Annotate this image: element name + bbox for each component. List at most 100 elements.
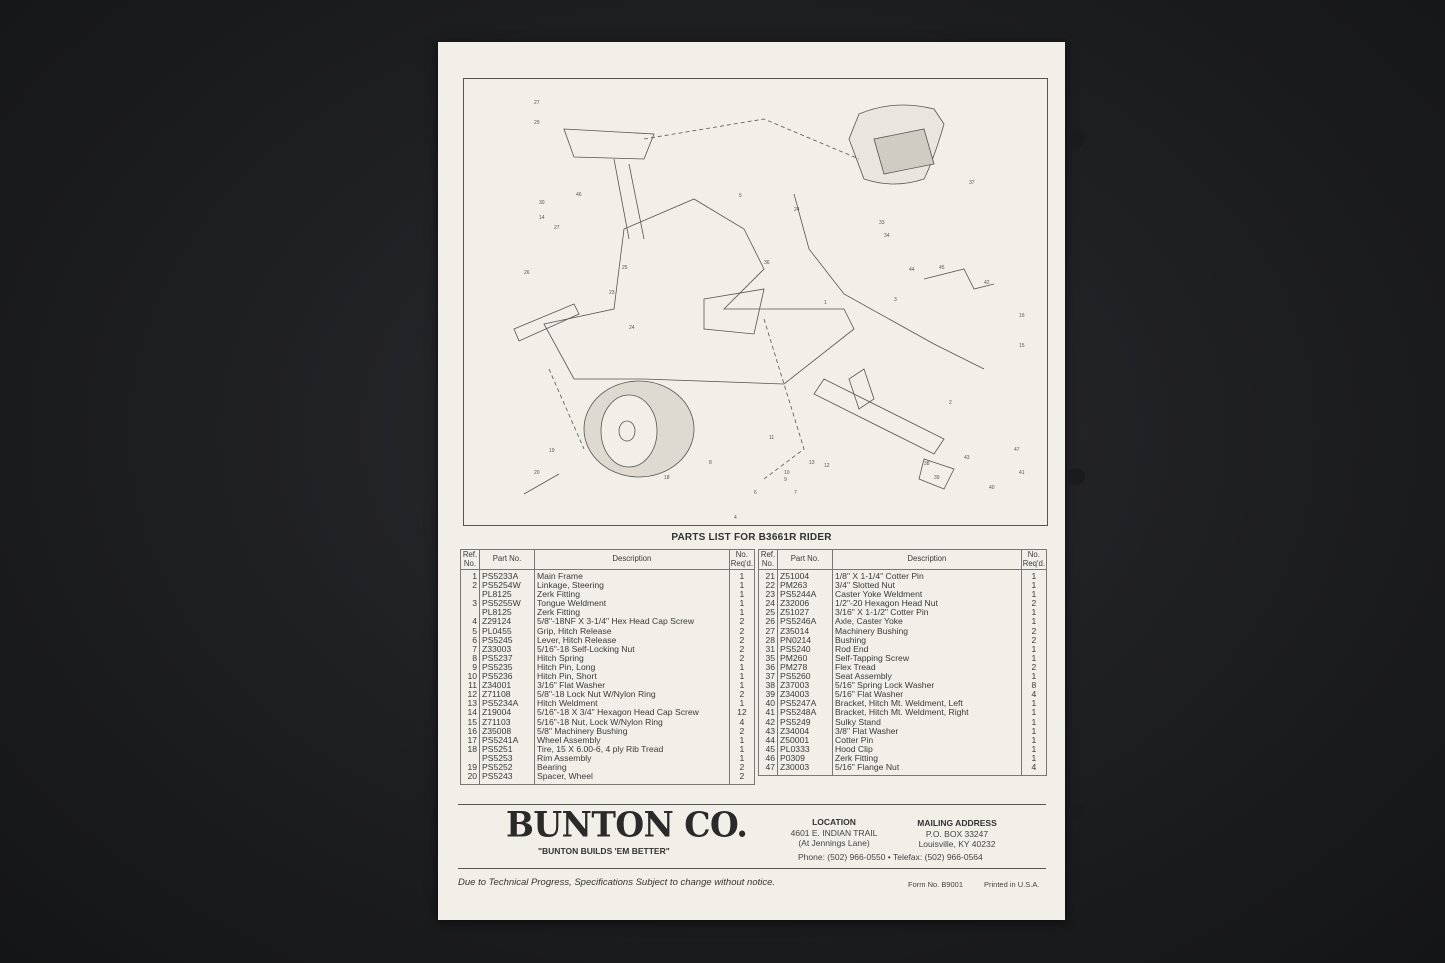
- callout-label: 7: [794, 490, 797, 496]
- mailing-line2: Louisville, KY 40232: [918, 839, 996, 849]
- cell-qty: 1: [1020, 735, 1048, 745]
- cell-part: PS5240: [777, 644, 833, 654]
- header-part: Part No.: [479, 549, 535, 570]
- mailing-address: MAILING ADDRESS P.O. BOX 33247 Louisvill…: [904, 818, 1010, 850]
- cell-qty: 1: [1020, 671, 1048, 682]
- cell-qty: 1: [728, 753, 756, 763]
- cell-part: Z30003: [777, 763, 833, 776]
- printed-in: Printed in U.S.A.: [984, 880, 1040, 889]
- cell-qty: 2: [1020, 626, 1048, 636]
- cell-qty: 1: [1020, 644, 1048, 654]
- cell-part: PM278: [777, 662, 833, 673]
- cell-qty: 2: [728, 726, 756, 736]
- callout-label: 18: [664, 475, 670, 481]
- binder-hole: [1068, 468, 1085, 485]
- cell-qty: 2: [728, 635, 756, 645]
- callout-label: 19: [549, 448, 555, 454]
- callout-label: 27: [534, 100, 540, 106]
- cell-ref: 47: [758, 763, 778, 776]
- cell-qty: 1: [728, 590, 756, 600]
- cell-qty: 2: [728, 772, 756, 785]
- callout-label: 5: [739, 193, 742, 199]
- callout-label: 46: [576, 192, 582, 198]
- cell-qty: 1: [728, 662, 756, 673]
- cell-ref: 2: [460, 580, 480, 591]
- parts-list-title: PARTS LIST FOR B3661R RIDER: [671, 532, 832, 543]
- cell-part: PS5251: [479, 744, 535, 754]
- callout-label: 2: [949, 400, 952, 406]
- cell-part: PS5253: [479, 753, 535, 763]
- callout-label: 47: [1014, 447, 1020, 453]
- cell-qty: 1: [728, 580, 756, 591]
- cell-part: PS5245: [479, 635, 535, 645]
- callout-label: 10: [784, 470, 790, 476]
- cell-qty: 1: [1020, 580, 1048, 591]
- callout-label: 34: [884, 233, 890, 239]
- cell-part: PL0333: [777, 744, 833, 754]
- header-ref: Ref. No.: [758, 549, 778, 570]
- cell-part: PL8125: [479, 590, 535, 600]
- callout-label: 14: [539, 215, 545, 221]
- cell-qty: 4: [1020, 690, 1048, 700]
- cell-part: PS5260: [777, 671, 833, 682]
- cell-qty: 2: [728, 762, 756, 773]
- divider: [458, 804, 1046, 805]
- location-line2: (At Jennings Lane): [798, 838, 870, 848]
- cell-qty: 1: [1020, 653, 1048, 663]
- cell-part: Z34004: [777, 726, 833, 736]
- header-part: Part No.: [777, 549, 833, 570]
- callout-label: 13: [809, 460, 815, 466]
- cell-part: Z71103: [479, 717, 535, 727]
- callout-label: 12: [824, 463, 830, 469]
- cell-qty: 1: [728, 671, 756, 682]
- header-desc: Description: [832, 549, 1022, 570]
- cell-part: Z71108: [479, 690, 535, 700]
- callout-label: 25: [622, 265, 628, 271]
- cell-qty: 2: [728, 653, 756, 663]
- cell-part: PS5249: [777, 717, 833, 727]
- cell-qty: 1: [728, 569, 756, 582]
- cell-qty: 1: [1020, 708, 1048, 718]
- cell-part: Z19004: [479, 708, 535, 718]
- cell-qty: 1: [1020, 726, 1048, 736]
- callout-label: 38: [924, 461, 930, 467]
- cell-part: Z29124: [479, 617, 535, 627]
- header-ref: Ref. No.: [460, 549, 480, 570]
- binder-hole: [1068, 130, 1085, 147]
- callout-label: 9: [784, 477, 787, 483]
- callout-label: 15: [1019, 343, 1025, 349]
- slogan: "BUNTON BUILDS 'EM BETTER": [538, 846, 670, 856]
- cell-qty: 1: [728, 681, 756, 691]
- callout-label: 3: [894, 297, 897, 303]
- callout-label: 42: [984, 280, 990, 286]
- cell-ref: 3: [460, 599, 480, 609]
- callout-label: 29: [534, 120, 540, 126]
- cell-qty: 2: [728, 690, 756, 700]
- callout-label: 33: [879, 220, 885, 226]
- cell-part: Z35008: [479, 726, 535, 736]
